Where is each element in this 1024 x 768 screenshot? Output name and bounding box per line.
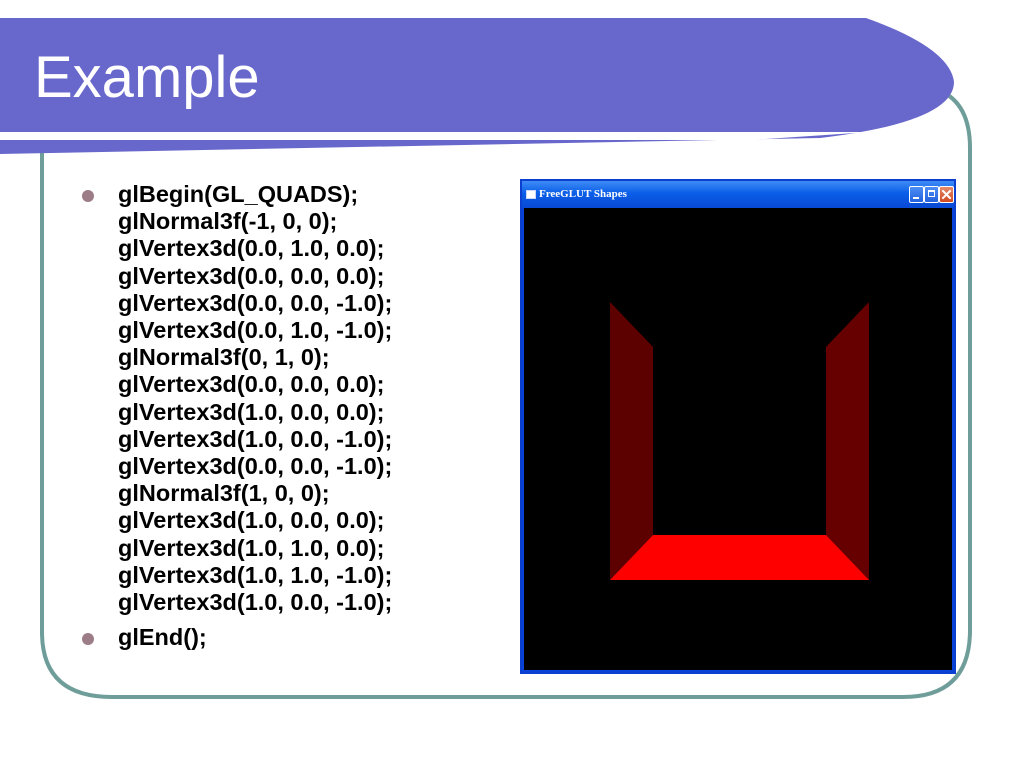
code-line: glEnd();: [118, 624, 207, 651]
code-line: glVertex3d(1.0, 1.0, -1.0);: [118, 561, 393, 588]
bullet-item-code-block: glBegin(GL_QUADS); glNormal3f(-1, 0, 0);…: [78, 181, 498, 616]
window-title: FreeGLUT Shapes: [539, 188, 627, 200]
bullet-dot-icon: [82, 190, 94, 202]
window-titlebar[interactable]: FreeGLUT Shapes: [522, 181, 954, 208]
rounded-content-border: [40, 84, 972, 699]
rendered-scene: [610, 302, 869, 580]
minimize-icon: [913, 197, 919, 199]
code-line: glVertex3d(1.0, 1.0, 0.0);: [118, 534, 385, 561]
code-line: glVertex3d(0.0, 0.0, -1.0);: [118, 453, 393, 480]
freeglut-window: FreeGLUT Shapes: [520, 179, 956, 674]
maximize-icon: [928, 190, 935, 197]
left-wall-face: [610, 302, 653, 580]
title-band-white-stripe: [0, 132, 870, 140]
maximize-button[interactable]: [924, 186, 939, 203]
minimize-button[interactable]: [909, 186, 924, 203]
slide-title: Example: [34, 45, 260, 110]
app-window-icon[interactable]: [526, 190, 536, 199]
code-line: glNormal3f(0, 1, 0);: [118, 344, 330, 371]
code-line: glVertex3d(0.0, 1.0, -1.0);: [118, 317, 393, 344]
code-line: glVertex3d(1.0, 0.0, -1.0);: [118, 589, 393, 616]
bullet-item-glend: glEnd();: [78, 624, 498, 651]
close-button[interactable]: [939, 186, 954, 203]
close-icon: [941, 189, 952, 200]
code-line: glVertex3d(1.0, 0.0, -1.0);: [118, 425, 393, 452]
render-viewport[interactable]: [524, 208, 952, 670]
code-line: glVertex3d(1.0, 0.0, 0.0);: [118, 398, 385, 425]
title-band: [0, 18, 954, 154]
bullet-dot-icon: [82, 633, 94, 646]
code-line: glVertex3d(0.0, 1.0, 0.0);: [118, 235, 385, 262]
code-line: glVertex3d(1.0, 0.0, 0.0);: [118, 507, 385, 534]
code-line: glBegin(GL_QUADS);: [118, 181, 359, 207]
code-line: glVertex3d(0.0, 0.0, -1.0);: [118, 289, 393, 316]
right-wall-face: [826, 302, 869, 580]
bullet-list: glBegin(GL_QUADS); glNormal3f(-1, 0, 0);…: [78, 181, 498, 651]
floor-face: [610, 535, 869, 580]
code-line: glNormal3f(1, 0, 0);: [118, 480, 330, 507]
code-line: glVertex3d(0.0, 0.0, 0.0);: [118, 262, 385, 289]
code-line: glVertex3d(0.0, 0.0, 0.0);: [118, 371, 385, 398]
code-line: glNormal3f(-1, 0, 0);: [118, 208, 338, 235]
